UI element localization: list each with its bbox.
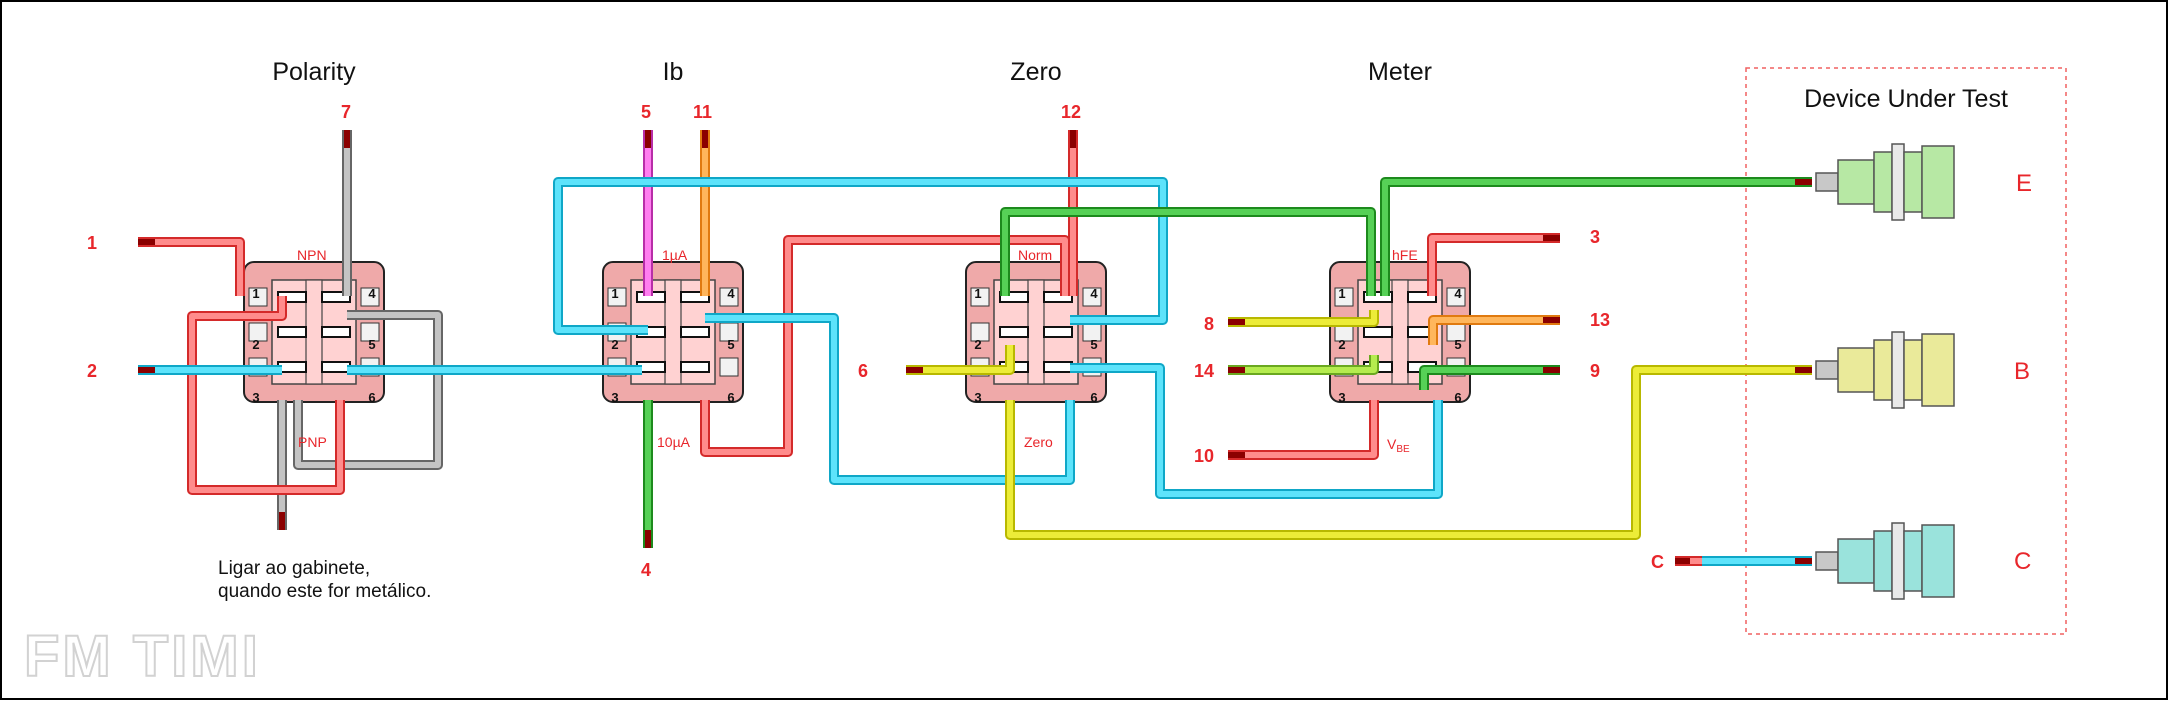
zero-title: Zero — [1010, 58, 1061, 86]
ground-note-line2: quando este for metálico. — [218, 581, 431, 602]
ground-note-line1: Ligar ao gabinete, — [218, 558, 370, 579]
vbe-label: VBE — [1387, 436, 1410, 455]
svg-text:4: 4 — [1090, 286, 1098, 301]
pin-8-label: 8 — [1204, 314, 1214, 334]
svg-text:3: 3 — [974, 390, 981, 405]
brand-watermark: FM TIMI — [24, 624, 261, 689]
svg-text:6: 6 — [727, 390, 734, 405]
pin-c-label: C — [1651, 552, 1664, 572]
pin-9-label: 9 — [1590, 361, 1600, 381]
svg-text:1: 1 — [974, 286, 981, 301]
pin-7-label: 7 — [341, 102, 351, 122]
svg-text:6: 6 — [1090, 390, 1097, 405]
terminal-b-label: B — [2014, 358, 2030, 385]
svg-text:5: 5 — [727, 337, 734, 352]
norm-label: Norm — [1018, 247, 1052, 263]
pnp-label: PNP — [298, 434, 327, 450]
svg-text:6: 6 — [368, 390, 375, 405]
terminal-e-label: E — [2016, 170, 2032, 197]
svg-text:2: 2 — [974, 337, 981, 352]
ua10-label: 10µA — [657, 434, 691, 450]
svg-text:3: 3 — [252, 390, 259, 405]
svg-text:5: 5 — [1454, 337, 1461, 352]
svg-text:3: 3 — [1338, 390, 1345, 405]
svg-text:5: 5 — [368, 337, 375, 352]
zero-switch-pins: 1 2 3 4 5 6 — [974, 286, 1098, 405]
pin-1-label: 1 — [87, 233, 97, 253]
svg-text:4: 4 — [368, 286, 376, 301]
pin-11-label: 11 — [693, 102, 712, 122]
svg-text:4: 4 — [1454, 286, 1462, 301]
zero-position-label: Zero — [1024, 434, 1053, 450]
ib-switch-pins: 1 2 3 4 5 6 — [611, 286, 735, 405]
svg-text:1: 1 — [611, 286, 618, 301]
ua1-label: 1µA — [662, 247, 688, 263]
svg-text:2: 2 — [611, 337, 618, 352]
polarity-title: Polarity — [272, 58, 356, 86]
svg-text:1: 1 — [252, 286, 259, 301]
svg-text:1: 1 — [1338, 286, 1345, 301]
svg-text:3: 3 — [611, 390, 618, 405]
wires — [138, 130, 1812, 566]
pin-6-label: 6 — [858, 361, 868, 381]
dut-title: Device Under Test — [1804, 85, 2008, 113]
terminal-c-label: C — [2014, 548, 2031, 575]
polarity-switch-pins: 1 2 3 4 5 6 — [252, 286, 376, 405]
dut-box — [1745, 67, 2067, 635]
svg-text:5: 5 — [1090, 337, 1097, 352]
svg-text:2: 2 — [1338, 337, 1345, 352]
svg-text:2: 2 — [252, 337, 259, 352]
ib-title: Ib — [663, 58, 684, 86]
npn-label: NPN — [297, 247, 327, 263]
pin-10-label: 10 — [1194, 446, 1214, 466]
pin-2-label: 2 — [87, 361, 97, 381]
polarity-switch — [243, 261, 385, 403]
pin-12-label: 12 — [1061, 102, 1081, 122]
pin-4-label: 4 — [641, 560, 651, 580]
pin-14-label: 14 — [1194, 361, 1214, 381]
meter-switch-pins: 1 2 3 4 5 6 — [1338, 286, 1462, 405]
svg-text:6: 6 — [1454, 390, 1461, 405]
svg-text:4: 4 — [727, 286, 735, 301]
pin-3-label: 3 — [1590, 227, 1600, 247]
pin-5-label: 5 — [641, 102, 651, 122]
zero-switch — [965, 261, 1107, 403]
pin-13-label: 13 — [1590, 310, 1610, 330]
meter-switch — [1329, 261, 1471, 403]
hfe-label: hFE — [1392, 247, 1418, 263]
meter-title: Meter — [1368, 58, 1432, 86]
